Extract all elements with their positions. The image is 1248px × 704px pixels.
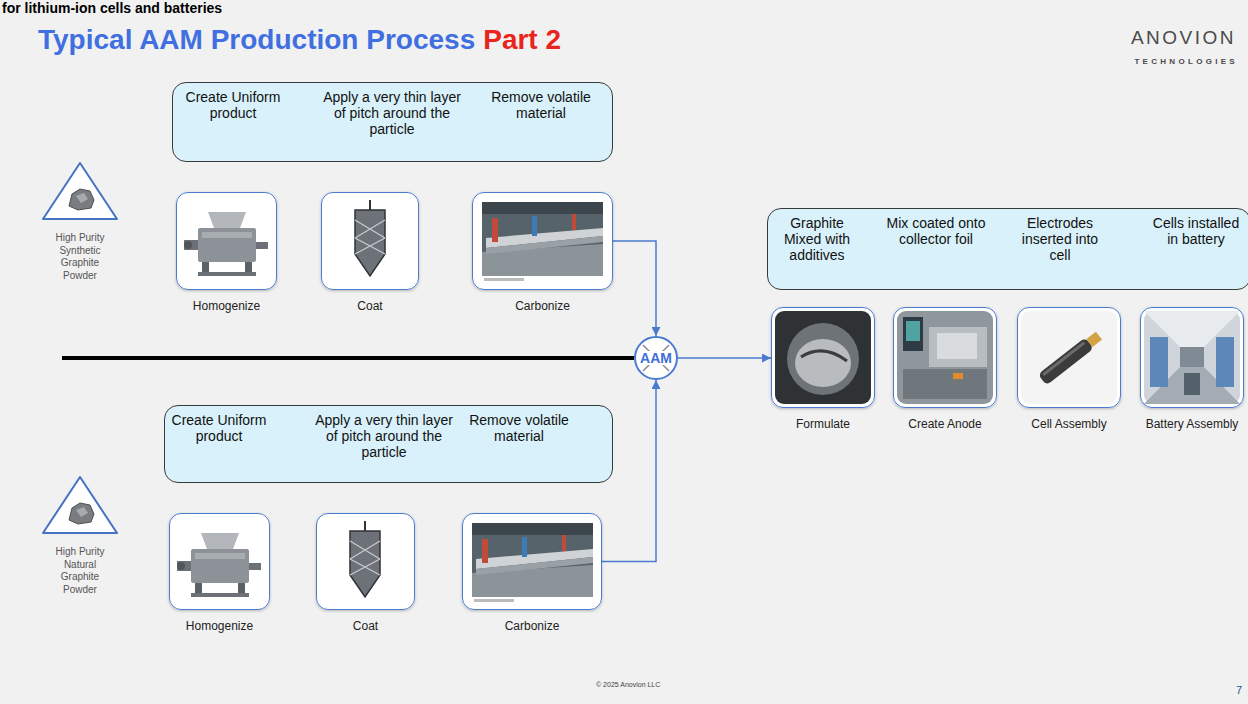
step-description: Remove volatile material xyxy=(479,89,603,121)
step-description: Create Uniform product xyxy=(179,89,287,121)
material-label: High Purity Natural Graphite Powder xyxy=(49,546,111,596)
merge-circle: AAM xyxy=(634,336,678,380)
illustration-detail xyxy=(69,503,94,524)
slide-title: Typical AAM Production Process xyxy=(38,24,475,56)
process-label: Formulate xyxy=(796,417,850,431)
coater-picture xyxy=(350,521,380,597)
illustration-detail xyxy=(43,477,117,533)
logo-tagline: TECHNOLOGIES xyxy=(1134,57,1238,66)
process-image-box: Battery Assembly xyxy=(1140,307,1244,408)
illustration-detail xyxy=(1150,337,1168,387)
mixer-photo xyxy=(771,307,875,408)
process-image-box: Carbonize xyxy=(462,513,602,610)
illustration-detail xyxy=(903,369,987,399)
process-label: Cell Assembly xyxy=(1031,417,1106,431)
process-image-box: Carbonize xyxy=(472,192,613,290)
step-description: Cells installed in battery xyxy=(1148,215,1244,247)
title-suffix: Part 2 xyxy=(483,24,561,56)
section-heading: for lithium-ion cells and batteries xyxy=(2,0,222,16)
illustration-detail xyxy=(1017,307,1121,408)
process-label: Battery Assembly xyxy=(1146,417,1239,431)
flow-arrow xyxy=(678,357,771,359)
step-description-band: Graphite Mixed with additives Mix coated … xyxy=(767,208,1248,290)
factory-photo xyxy=(1140,307,1244,408)
raw-material-triangle: High Purity Natural Graphite Powder xyxy=(40,474,120,596)
process-divider-line xyxy=(62,356,634,360)
illustration-detail xyxy=(1216,337,1234,387)
process-label: Homogenize xyxy=(186,619,253,633)
process-label: Carbonize xyxy=(505,619,560,633)
logo-wordmark: ANOVION xyxy=(1131,27,1236,49)
triangle-outline xyxy=(40,160,120,222)
step-description-band: Create Uniform product Apply a very thin … xyxy=(164,405,613,483)
illustration-detail xyxy=(906,321,920,341)
step-description: Graphite Mixed with additives xyxy=(776,215,858,263)
kiln-photo xyxy=(472,523,593,602)
cell-photo xyxy=(1017,307,1121,408)
process-image-box: Coat xyxy=(316,513,415,610)
illustration-detail xyxy=(897,311,993,404)
process-label: Coat xyxy=(353,619,378,633)
page-number: 7 xyxy=(1236,684,1242,696)
step-description: Remove volatile material xyxy=(457,412,581,444)
illustration-detail xyxy=(69,189,94,210)
merge-label: AAM xyxy=(639,351,673,365)
illustration-detail xyxy=(1038,330,1103,385)
homogenizer-picture xyxy=(184,212,268,276)
illustration-detail xyxy=(1140,307,1244,408)
image-ground xyxy=(462,513,602,610)
process-label: Homogenize xyxy=(193,299,260,313)
image-ground xyxy=(169,513,270,610)
copyright-note: © 2025 Anovion LLC xyxy=(596,681,660,688)
illustration-detail xyxy=(1184,373,1200,395)
illustration-detail xyxy=(775,311,871,404)
step-description: Mix coated onto collector foil xyxy=(886,215,986,247)
triangle-outline xyxy=(40,474,120,536)
flow-arrow xyxy=(613,241,656,336)
illustration-detail xyxy=(43,163,117,219)
material-label: High Purity Synthetic Graphite Powder xyxy=(49,232,111,282)
illustration-detail xyxy=(937,333,977,359)
process-image-box: Coat xyxy=(321,192,419,290)
homogenizer-picture xyxy=(177,533,261,597)
illustration-detail xyxy=(801,351,847,361)
step-description: Electrodes inserted into cell xyxy=(1012,215,1108,263)
step-description: Apply a very thin layer of pitch around … xyxy=(317,89,467,137)
illustration-detail xyxy=(1086,332,1102,347)
illustration-detail xyxy=(787,323,859,395)
illustration-detail xyxy=(1144,311,1240,404)
step-description: Create Uniform product xyxy=(167,412,271,444)
illustration-detail xyxy=(953,373,963,379)
process-image-box: Formulate xyxy=(771,307,875,408)
image-ground xyxy=(176,192,277,290)
illustration-detail xyxy=(1180,347,1204,367)
process-image-box: Cell Assembly xyxy=(1017,307,1121,408)
process-image-box: Homogenize xyxy=(169,513,270,610)
illustration-detail xyxy=(771,307,875,408)
illustration-detail xyxy=(893,307,997,408)
illustration-detail xyxy=(1042,342,1085,376)
image-ground xyxy=(316,513,415,610)
process-label: Create Anode xyxy=(908,417,981,431)
step-description: Apply a very thin layer of pitch around … xyxy=(309,412,459,460)
illustration-detail xyxy=(76,193,88,203)
illustration-detail xyxy=(795,339,851,387)
coater-machine-photo xyxy=(893,307,997,408)
step-description-band: Create Uniform product Apply a very thin … xyxy=(172,82,613,162)
process-image-box: Create Anode xyxy=(893,307,997,408)
kiln-photo xyxy=(482,202,603,281)
illustration-detail xyxy=(1038,337,1094,385)
image-ground xyxy=(472,192,613,290)
coater-picture xyxy=(355,200,385,276)
process-label: Carbonize xyxy=(515,299,570,313)
illustration-detail xyxy=(76,507,88,517)
illustration-detail xyxy=(1021,311,1117,404)
raw-material-triangle: High Purity Synthetic Graphite Powder xyxy=(40,160,120,282)
image-ground xyxy=(321,192,419,290)
illustration-detail xyxy=(929,327,987,367)
illustration-detail xyxy=(903,317,923,351)
process-label: Coat xyxy=(357,299,382,313)
process-image-box: Homogenize xyxy=(176,192,277,290)
